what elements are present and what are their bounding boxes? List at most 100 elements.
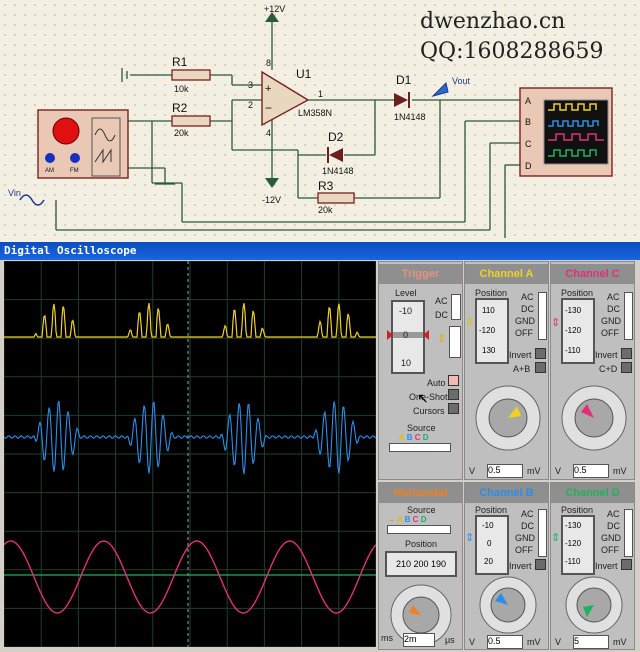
channel-a-combo-button[interactable] xyxy=(535,362,546,373)
channel-b-dc[interactable]: DC xyxy=(521,521,534,531)
d2-label: D2 xyxy=(328,130,344,144)
channel-a-position-label: Position xyxy=(475,288,508,298)
d1-label: D1 xyxy=(396,73,412,87)
pin3-label: 3 xyxy=(248,80,253,90)
channel-d-volts-value[interactable]: 5 xyxy=(573,635,609,649)
scope-input-d: D xyxy=(525,161,532,171)
channel-d-coupling-switch[interactable] xyxy=(624,509,633,557)
window-title[interactable]: Digital Oscilloscope xyxy=(0,242,640,260)
channel-a-ac[interactable]: AC xyxy=(521,292,534,302)
channel-a-coupling-switch[interactable] xyxy=(538,292,547,340)
channel-d-ac[interactable]: AC xyxy=(607,509,620,519)
channel-d-gnd[interactable]: GND xyxy=(601,533,621,543)
pin1-label: 1 xyxy=(318,89,323,99)
horizontal-panel: Horizontal Source → A B C D Position 210… xyxy=(378,482,463,650)
channel-a-off[interactable]: OFF xyxy=(515,328,533,338)
pin8-label: 8 xyxy=(266,58,271,68)
channel-d-position-slider[interactable]: -130 -120 -110 xyxy=(561,515,595,575)
vneg-label: -12V xyxy=(262,195,281,205)
channel-a-invert-button[interactable] xyxy=(535,348,546,359)
channel-c-invert-button[interactable] xyxy=(621,348,632,359)
channel-c-title: Channel C xyxy=(551,264,634,284)
trigger-oneshot-button[interactable] xyxy=(448,389,459,400)
channel-c-gnd[interactable]: GND xyxy=(601,316,621,326)
channel-d-dc[interactable]: DC xyxy=(607,521,620,531)
scope-input-a: A xyxy=(525,96,531,106)
channel-d-invert-button[interactable] xyxy=(621,559,632,570)
r1-value: 10k xyxy=(174,84,189,94)
channel-a-combo: A+B xyxy=(513,364,531,374)
channel-c-position-slider[interactable]: -130 -120 -110 xyxy=(561,298,595,364)
schematic-canvas: +− +12V -12V U1 LM358N R1 10k R2 20k R3 … xyxy=(0,0,640,240)
trigger-panel: Trigger Level -10 0 10 AC DC ⇕ Auto One-… xyxy=(378,261,463,480)
channel-b-volts-dial[interactable] xyxy=(471,573,545,637)
svg-text:−: − xyxy=(265,101,272,115)
horizontal-source-slider[interactable] xyxy=(387,525,451,534)
channel-b-invert-button[interactable] xyxy=(535,559,546,570)
channel-a-gnd[interactable]: GND xyxy=(515,316,535,326)
trigger-dc[interactable]: DC xyxy=(435,310,448,320)
channel-b-volts-value[interactable]: 0.5 xyxy=(487,635,523,649)
channel-b-ac[interactable]: AC xyxy=(521,509,534,519)
scope-screen xyxy=(3,260,377,648)
channel-b-position-slider[interactable]: -10 0 20 xyxy=(475,515,509,575)
vpos-label: +12V xyxy=(264,4,285,14)
watermark-qq: QQ:1608288659 xyxy=(420,39,603,64)
pin4-label: 4 xyxy=(266,128,271,138)
r2-value: 20k xyxy=(174,128,189,138)
trigger-cursors-button[interactable] xyxy=(448,403,459,414)
channel-c-combo-button[interactable] xyxy=(621,362,632,373)
pin2-label: 2 xyxy=(248,100,253,110)
trigger-level-slider[interactable]: -10 0 10 xyxy=(391,300,425,374)
horizontal-timebase-dial[interactable] xyxy=(383,579,459,649)
channel-c-tick-1: -130 xyxy=(565,306,582,315)
channel-b-tick-3: 20 xyxy=(484,557,493,566)
trigger-source-slider[interactable] xyxy=(389,443,451,452)
channel-d-position-label: Position xyxy=(561,505,594,515)
horizontal-position-label: Position xyxy=(405,539,438,549)
horizontal-pos-right: 190 xyxy=(431,559,447,569)
trigger-source-d: D xyxy=(422,433,429,442)
channel-d-off[interactable]: OFF xyxy=(601,545,619,555)
channel-a-dc[interactable]: DC xyxy=(521,304,534,314)
trigger-coupling-switch[interactable] xyxy=(451,294,461,320)
gen-am-label: AM xyxy=(45,168,54,174)
horizontal-position-wheel[interactable]: 210 200 190 xyxy=(385,551,457,577)
horizontal-pos-mid: 200 xyxy=(413,559,429,569)
channel-d-unit: mV xyxy=(613,637,627,647)
trigger-ac[interactable]: AC xyxy=(435,296,448,306)
channel-c-coupling-switch[interactable] xyxy=(624,292,633,340)
scope-input-b: B xyxy=(525,117,531,127)
channel-c-off[interactable]: OFF xyxy=(601,328,619,338)
channel-a-panel: Channel A Position 110 -120 130 ⇕ AC DC … xyxy=(464,261,549,480)
channel-b-title: Channel B xyxy=(465,483,548,503)
channel-d-panel: Channel D Position -130 -120 -110 ⇕ AC D… xyxy=(550,482,635,650)
trigger-title: Trigger xyxy=(379,264,462,284)
channel-b-tick-1: -10 xyxy=(482,521,494,530)
channel-c-volts-dial[interactable] xyxy=(557,376,631,460)
trigger-source-label: Source xyxy=(407,423,436,433)
horizontal-source-a: A xyxy=(396,515,403,524)
channel-b-gnd[interactable]: GND xyxy=(515,533,535,543)
horizontal-timebase-value[interactable]: 2m xyxy=(403,633,435,647)
svg-text:+: + xyxy=(265,83,271,95)
channel-a-volts-value[interactable]: 0.5 xyxy=(487,464,523,478)
trigger-auto-button[interactable] xyxy=(448,375,459,386)
trace-channel-c xyxy=(3,540,377,614)
trigger-edge-switch[interactable] xyxy=(449,326,461,358)
channel-a-position-slider[interactable]: 110 -120 130 xyxy=(475,298,509,364)
channel-b-coupling-switch[interactable] xyxy=(538,509,547,557)
channel-b-off[interactable]: OFF xyxy=(515,545,533,555)
trace-channel-a xyxy=(4,303,376,338)
horizontal-source-label: Source xyxy=(407,505,436,515)
channel-d-volts-dial[interactable] xyxy=(557,573,631,637)
horizontal-source-d: D xyxy=(420,515,427,524)
channel-c-volts-value[interactable]: 0.5 xyxy=(573,464,609,478)
trigger-mode-cursors: Cursors xyxy=(413,406,445,416)
channel-a-volts-dial[interactable] xyxy=(471,376,545,460)
channel-c-ac[interactable]: AC xyxy=(607,292,620,302)
channel-c-marker-icon: ⇕ xyxy=(551,317,561,329)
channel-c-dc[interactable]: DC xyxy=(607,304,620,314)
d2-part: 1N4148 xyxy=(322,166,354,176)
oscilloscope-window: Digital Oscilloscope Trigger Level -10 0… xyxy=(0,242,640,652)
